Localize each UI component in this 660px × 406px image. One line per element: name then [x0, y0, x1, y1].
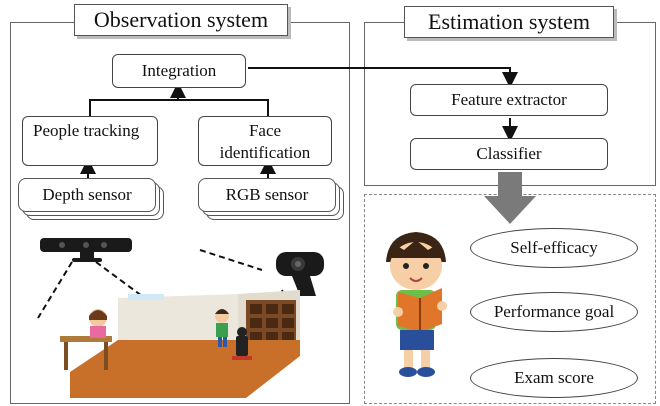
boy-reading-icon [386, 232, 447, 377]
girl-at-desk-icon [60, 309, 112, 370]
output-exam-score: Exam score [470, 358, 638, 398]
output-performance-goal: Performance goal [470, 292, 638, 332]
observation-title: Observation system [74, 4, 288, 36]
output-self-efficacy: Self-efficacy [470, 228, 638, 268]
depth-fov-line-left [37, 261, 73, 319]
feature-extractor-box: Feature extractor [410, 84, 608, 116]
face-identification-box: Face identification [198, 116, 332, 166]
face-identification-label: Face identification [219, 121, 311, 162]
rgb-sensor-stack: RGB sensor [198, 178, 346, 220]
output-performance-goal-label: Performance goal [493, 302, 615, 321]
classifier-label: Classifier [476, 144, 542, 163]
feature-extractor-label: Feature extractor [451, 90, 567, 109]
rgb-fov-line-top [199, 249, 263, 271]
integration-label: Integration [141, 61, 217, 80]
air-conditioner [128, 294, 164, 300]
depth-sensor-stack: Depth sensor [18, 178, 166, 220]
people-tracking-box: People tracking [22, 116, 158, 166]
classifier-box: Classifier [410, 138, 608, 170]
rgb-camera-icon [276, 252, 324, 296]
estimation-title: Estimation system [404, 6, 614, 38]
rgb-sensor-label: RGB sensor [225, 185, 309, 204]
integration-to-extractor-arrow [248, 67, 518, 88]
integration-box: Integration [112, 54, 246, 88]
output-self-efficacy-label: Self-efficacy [510, 238, 598, 257]
people-tracking-label: People tracking [33, 121, 140, 140]
big-gray-arrow [484, 172, 536, 224]
depth-camera-icon [40, 238, 132, 262]
depth-sensor-label: Depth sensor [42, 185, 132, 204]
output-exam-score-label: Exam score [514, 368, 594, 387]
boy-with-robot-icon [215, 309, 252, 360]
